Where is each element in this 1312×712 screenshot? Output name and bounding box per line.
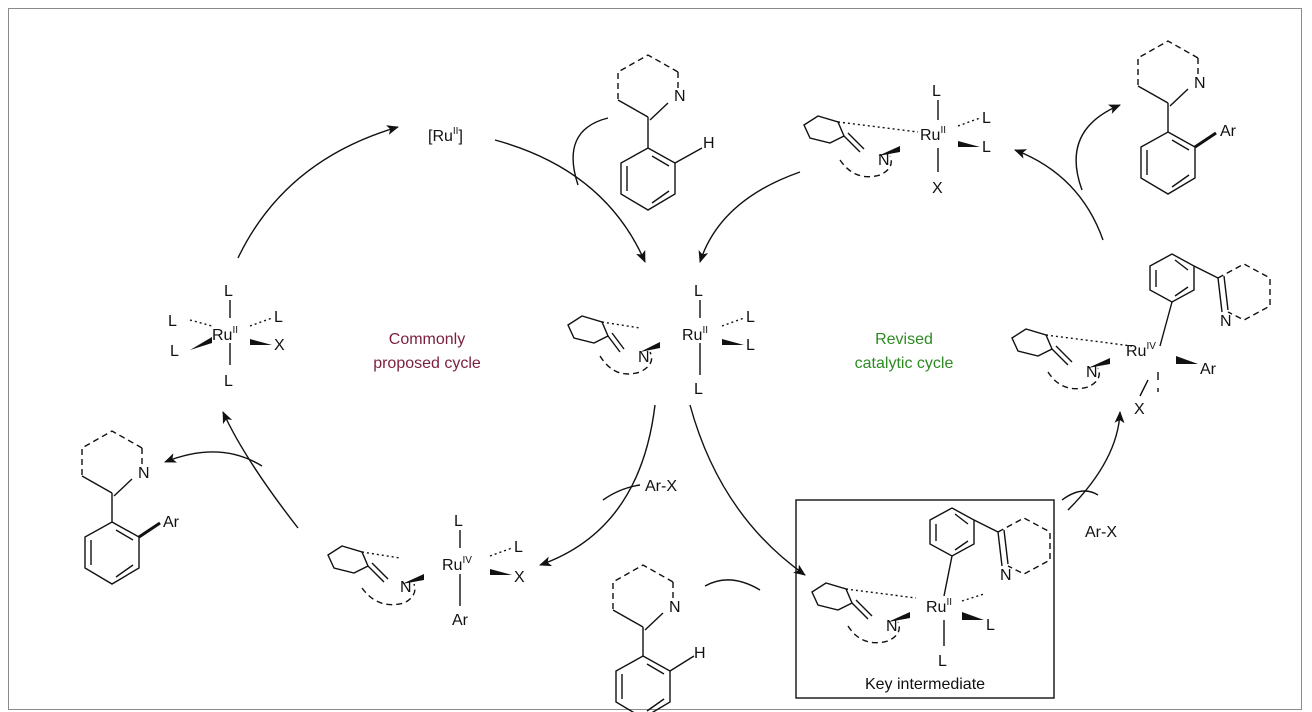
arrow-arx-join-left	[602, 484, 641, 501]
complex-key-intermediate-ru-ii: N N L L RuII	[811, 507, 1051, 670]
svg-text:L: L	[746, 309, 755, 326]
svg-text:L: L	[932, 83, 941, 100]
svg-text:N: N	[1000, 567, 1012, 584]
arrow-arx-join-right	[1061, 490, 1099, 501]
svg-text:L: L	[170, 343, 179, 360]
svg-text:L: L	[746, 337, 755, 354]
svg-text:RuIV: RuIV	[442, 555, 472, 574]
svg-text:N: N	[400, 579, 412, 596]
arrow-substrate-join-top	[572, 117, 609, 186]
complex-bottom-ru-iv: N L L X Ar RuIV	[327, 513, 525, 629]
svg-text:RuII: RuII	[926, 597, 952, 616]
arrow-substrate-join-bottom	[704, 579, 761, 591]
svg-text:X: X	[514, 569, 525, 586]
svg-text:Ar: Ar	[452, 612, 469, 629]
figure-frame	[8, 8, 1302, 710]
svg-text:L: L	[982, 139, 991, 156]
svg-text:X: X	[1134, 401, 1145, 418]
svg-text:N: N	[886, 618, 898, 635]
product-top-right	[1137, 40, 1217, 195]
svg-text:L: L	[982, 110, 991, 127]
commonly-cycle-label: Commonly proposed cycle	[373, 331, 481, 372]
svg-text:L: L	[986, 617, 995, 634]
arrow-left-to-catalyst	[237, 125, 399, 259]
svg-text:Ar: Ar	[1220, 123, 1237, 140]
svg-text:[RuII]: [RuII]	[428, 126, 463, 145]
complex-right-ru-iv: N N Ar X RuIV	[1011, 253, 1271, 418]
svg-text:L: L	[938, 653, 947, 670]
svg-text:L: L	[224, 283, 233, 300]
svg-text:RuII: RuII	[682, 325, 708, 344]
svg-text:N: N	[1220, 313, 1232, 330]
svg-text:proposed cycle: proposed cycle	[373, 355, 481, 372]
svg-text:L: L	[514, 539, 523, 556]
svg-text:N: N	[669, 599, 681, 616]
svg-text:L: L	[454, 513, 463, 530]
complex-top-right-ru-ii: N L L L X RuII	[803, 83, 991, 197]
svg-text:H: H	[703, 135, 715, 152]
svg-text:Ar: Ar	[1200, 361, 1217, 378]
svg-text:N: N	[638, 349, 650, 366]
svg-text:N: N	[138, 465, 150, 482]
svg-text:N: N	[878, 152, 890, 169]
arrow-center-to-key	[689, 404, 806, 576]
svg-text:RuII: RuII	[920, 125, 946, 144]
reagent-arx-right: Ar-X	[1085, 524, 1117, 541]
svg-text:L: L	[224, 373, 233, 390]
arrow-top-ru-to-center	[698, 171, 801, 263]
arrow-center-to-ruiv	[539, 404, 656, 567]
svg-text:L: L	[274, 309, 283, 326]
ru-catalyst-label: [RuII]	[428, 126, 463, 145]
complex-center-ru-ii: N L L L L RuII	[567, 283, 755, 398]
svg-text:N: N	[1086, 364, 1098, 381]
svg-text:N: N	[1194, 75, 1206, 92]
arrow-ruiv-to-left	[222, 411, 299, 529]
svg-text:N: N	[674, 88, 686, 105]
svg-text:X: X	[932, 180, 943, 197]
substrate-bottom	[612, 564, 695, 712]
svg-text:L: L	[168, 313, 177, 330]
svg-text:Revised: Revised	[875, 331, 933, 348]
substrate-top	[617, 54, 703, 211]
svg-text:H: H	[694, 645, 706, 662]
arrow-key-to-ruiv-right	[1067, 411, 1125, 511]
key-intermediate-box	[795, 499, 1055, 699]
cycle-arrows	[164, 104, 1125, 591]
reagent-arx-left: Ar-X	[645, 478, 677, 495]
svg-text:Ar: Ar	[163, 514, 180, 531]
svg-text:catalytic cycle: catalytic cycle	[855, 355, 954, 372]
complex-left-ru-ii: L L L L X L RuII	[168, 283, 285, 390]
key-intermediate-label: Key intermediate	[865, 676, 985, 693]
svg-text:RuIV: RuIV	[1126, 341, 1156, 360]
svg-text:L: L	[694, 283, 703, 300]
svg-text:RuII: RuII	[212, 325, 238, 344]
product-left	[81, 430, 161, 585]
revised-cycle-label: Revised catalytic cycle	[855, 331, 954, 372]
arrow-product-out-left	[164, 451, 263, 467]
arrow-right-to-top-ru	[1014, 149, 1104, 241]
svg-text:X: X	[274, 337, 285, 354]
arrow-product-out-right	[1075, 104, 1121, 191]
svg-text:L: L	[694, 381, 703, 398]
svg-text:Commonly: Commonly	[389, 331, 465, 348]
arrow-catalyst-to-center	[494, 139, 646, 263]
